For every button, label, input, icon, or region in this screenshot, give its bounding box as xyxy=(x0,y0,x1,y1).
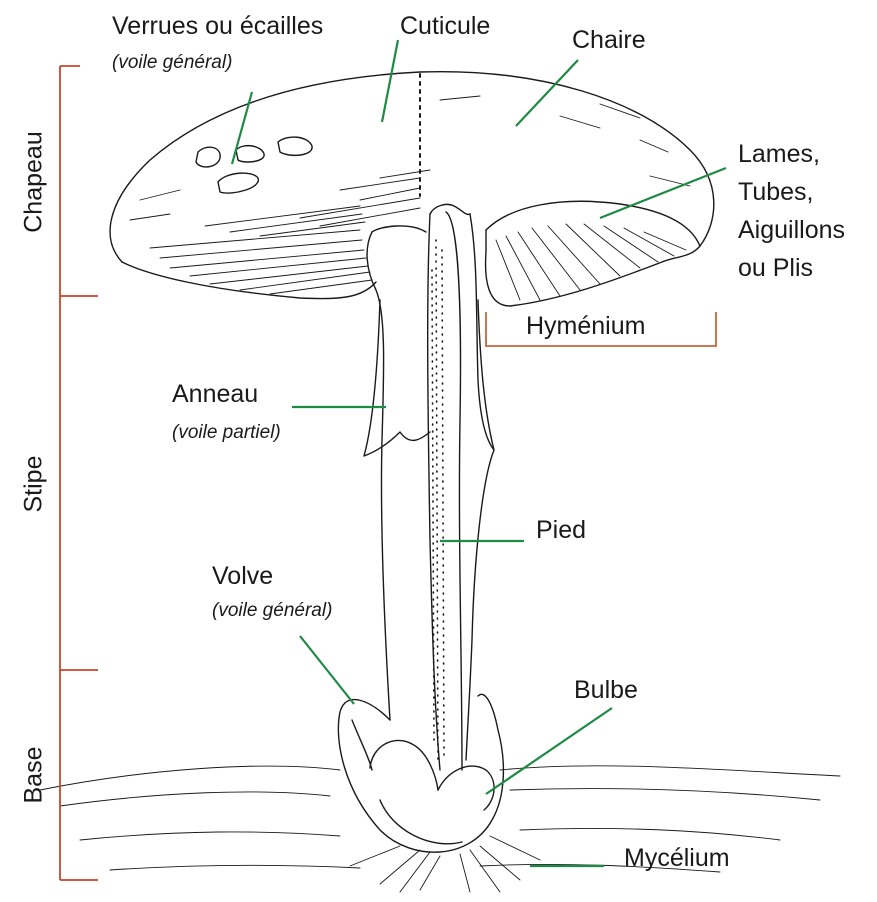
label-bulbe: Bulbe xyxy=(574,676,638,705)
label-pied: Pied xyxy=(536,516,586,545)
section-stipe: Stipe xyxy=(20,456,49,513)
label-verrues-sub: (voile général) xyxy=(112,52,232,74)
volve-pointer xyxy=(300,636,354,704)
label-cuticule: Cuticule xyxy=(400,12,490,41)
label-lames-3: Aiguillons xyxy=(738,216,845,245)
section-brackets xyxy=(60,66,98,880)
volva-outline xyxy=(338,694,503,852)
label-verrues: Verrues ou écailles xyxy=(112,12,323,41)
verrues-pointer xyxy=(232,92,252,164)
section-base: Base xyxy=(20,747,49,804)
stem-outline xyxy=(367,232,390,720)
pointer-lines xyxy=(232,40,726,866)
label-lames-4: ou Plis xyxy=(738,254,813,283)
label-anneau-sub: (voile partiel) xyxy=(172,422,281,444)
label-hymenium: Hyménium xyxy=(526,312,645,341)
bulbe-pointer xyxy=(486,708,612,794)
section-chapeau: Chapeau xyxy=(20,131,49,232)
label-lames-1: Lames, xyxy=(738,140,820,169)
ring-outline xyxy=(364,300,430,456)
chaire-pointer xyxy=(516,60,578,126)
label-chaire: Chaire xyxy=(572,26,646,55)
label-anneau: Anneau xyxy=(172,380,258,409)
lames-pointer xyxy=(600,168,726,218)
label-volve-sub: (voile général) xyxy=(212,600,332,622)
cap-outline xyxy=(110,72,714,306)
label-mycelium: Mycélium xyxy=(624,844,730,873)
cuticule-pointer xyxy=(382,40,398,122)
label-volve: Volve xyxy=(212,562,273,591)
label-lames-2: Tubes, xyxy=(738,178,814,207)
